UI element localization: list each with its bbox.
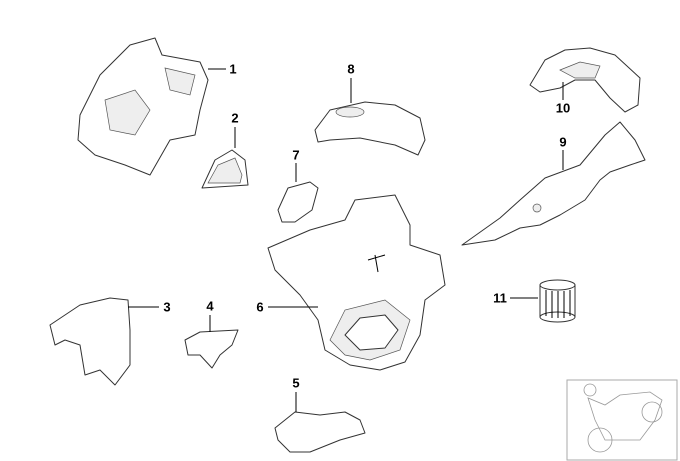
part-2-cover[interactable] [201,149,249,189]
callout-8[interactable]: 8 [347,61,355,77]
part-11-cylinder[interactable] [539,279,576,323]
callout-5[interactable]: 5 [292,375,300,391]
callout-10[interactable]: 10 [555,100,571,116]
callout-4[interactable]: 4 [206,298,214,314]
callout-9[interactable]: 9 [559,134,567,150]
part-8-tank-cover[interactable] [314,101,426,156]
part-5-lower-trim[interactable] [274,411,366,453]
callout-11[interactable]: 11 [493,290,507,306]
part-6-side-fairing[interactable] [267,194,446,371]
part-7-small-panel[interactable] [277,181,319,223]
callout-1[interactable]: 1 [229,61,237,77]
part-4-bracket[interactable] [184,329,239,369]
callout-2[interactable]: 2 [231,110,239,126]
part-1-front-fairing[interactable] [77,37,209,176]
motorcycle-thumbnail[interactable] [566,379,678,461]
part-3-front-mudguard[interactable] [49,297,131,386]
callout-3[interactable]: 3 [163,299,171,315]
part-9-seat-trim[interactable] [461,121,646,246]
callout-7[interactable]: 7 [292,147,300,163]
leader-lines [128,68,564,412]
part-10-rear-cowl[interactable] [529,47,641,113]
callout-6[interactable]: 6 [256,299,264,315]
